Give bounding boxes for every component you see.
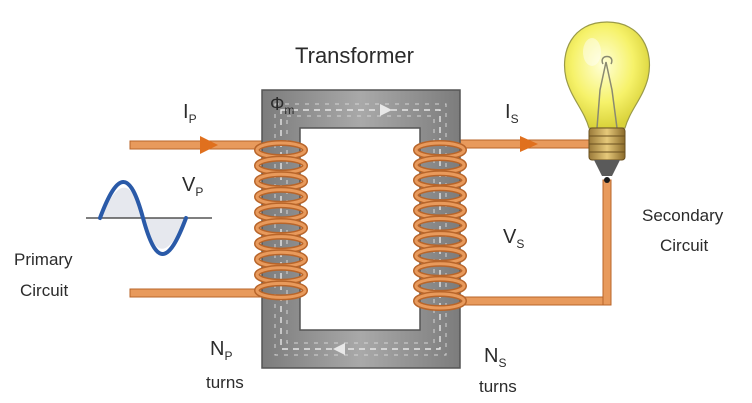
secondary-voltage-label: VS — [503, 226, 524, 251]
svg-text:turns: turns — [206, 373, 244, 392]
secondary-turns-label: NS turns — [479, 345, 517, 396]
secondary-wires — [454, 139, 612, 306]
secondary-current-arrow — [520, 136, 538, 152]
svg-text:VP: VP — [182, 174, 203, 199]
secondary-coil — [413, 140, 467, 311]
flux-arrow-top — [380, 104, 392, 116]
svg-text:Circuit: Circuit — [20, 281, 68, 300]
primary-turns-label: NP turns — [206, 338, 244, 392]
svg-text:NS: NS — [484, 345, 506, 370]
light-bulb-icon — [564, 21, 650, 183]
svg-text:Secondary: Secondary — [642, 206, 724, 225]
svg-text:Circuit: Circuit — [660, 236, 708, 255]
flux-label: Φm — [270, 94, 294, 117]
svg-text:IP: IP — [183, 101, 197, 126]
coil-turn-highlight — [255, 281, 307, 299]
primary-circuit-label: Primary Circuit — [14, 250, 73, 300]
secondary-circuit-label: Secondary Circuit — [642, 206, 724, 255]
primary-voltage-label: VP — [182, 174, 203, 199]
ac-source-sine-icon — [86, 180, 212, 256]
svg-text:Primary: Primary — [14, 250, 73, 269]
svg-text:Φm: Φm — [270, 94, 294, 117]
svg-text:NP: NP — [210, 338, 232, 363]
primary-coil — [254, 140, 308, 301]
svg-text:IS: IS — [505, 101, 519, 126]
svg-text:turns: turns — [479, 377, 517, 396]
primary-current-arrow — [200, 136, 218, 154]
flux-arrow-bottom — [333, 343, 345, 355]
secondary-current-label: IS — [505, 101, 519, 126]
svg-text:VS: VS — [503, 226, 524, 251]
primary-current-label: IP — [183, 101, 197, 126]
coil-turn-highlight — [414, 292, 466, 310]
diagram-title: Transformer — [295, 43, 414, 68]
